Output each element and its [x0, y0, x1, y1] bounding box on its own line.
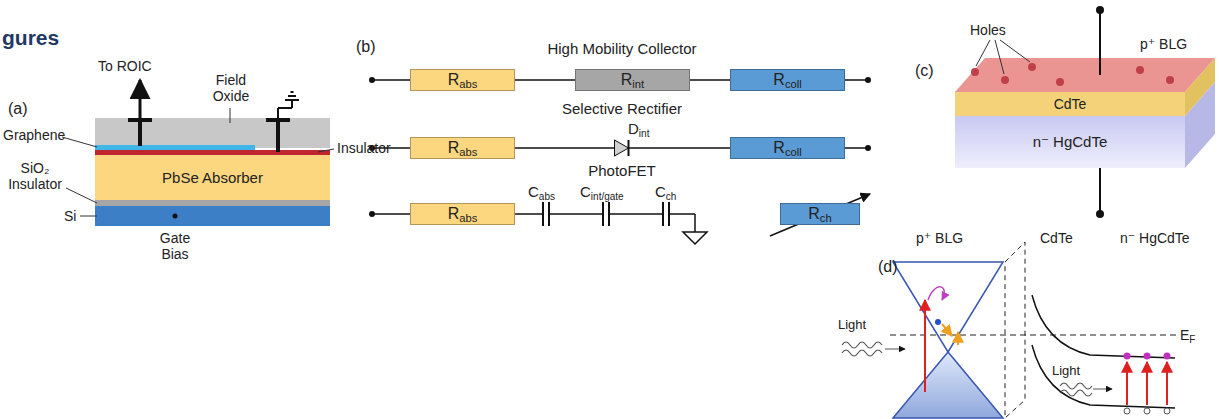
text-label: (c) — [915, 62, 934, 80]
node-text: R — [621, 71, 633, 89]
subscript: abs — [459, 146, 477, 158]
subscript: abs — [459, 212, 477, 224]
subscript-label: abs — [539, 191, 555, 203]
cdte-layer: CdTe — [955, 92, 1185, 116]
node-text: n⁻ HgCdTe — [1033, 133, 1108, 151]
node-text: R — [773, 71, 785, 89]
text-label: Holes — [970, 22, 1006, 38]
subscript: ch — [820, 212, 832, 224]
node-text: R — [448, 139, 460, 157]
capacitor-symbols — [543, 202, 669, 226]
text-label: C — [528, 183, 539, 200]
text-label: Field Oxide — [203, 72, 259, 104]
text-label: SiO₂ Insulator — [4, 160, 66, 192]
absorber-layer: PbSe Absorber — [95, 155, 330, 200]
wire — [515, 79, 575, 81]
text-label: Graphene — [3, 127, 65, 143]
text-label: (b) — [356, 38, 376, 56]
subscript: coll — [785, 78, 802, 90]
node-text: R — [773, 139, 785, 157]
text-label: C — [580, 183, 591, 200]
text-label: To ROIC — [98, 58, 152, 74]
text-label: CdTe — [1040, 230, 1073, 246]
text-label: (a) — [8, 100, 28, 118]
ground-symbol — [683, 232, 707, 244]
variable-resistor: Rch — [780, 203, 860, 225]
text-label: p⁺ BLG — [1140, 36, 1187, 52]
text-label: C — [655, 183, 666, 200]
node-text: R — [448, 71, 460, 89]
text-label: High Mobility Collector — [547, 40, 696, 57]
device-stack — [62, 80, 334, 226]
text-label: (d) — [878, 258, 898, 276]
subscript-label: F — [1189, 334, 1195, 346]
text-label: D — [628, 120, 639, 137]
text-label: E — [1180, 327, 1189, 343]
wire — [690, 79, 730, 81]
diode-symbol — [615, 140, 629, 156]
heterojunction-block — [955, 6, 1215, 218]
node-text: PbSe Absorber — [162, 169, 263, 186]
resistor-box: Rabs — [410, 137, 515, 159]
text-label: Si — [64, 208, 76, 224]
text-label: Light — [1052, 364, 1080, 379]
text-label: Selective Rectifier — [562, 100, 682, 117]
text-label: p⁺ BLG — [916, 230, 963, 246]
text-label: PhotoFET — [588, 162, 656, 179]
node-text: R — [448, 205, 460, 223]
resistor-box: Rcoll — [730, 69, 845, 91]
node-text: R — [808, 205, 820, 223]
subscript-label: int — [639, 128, 650, 140]
variable-arrow — [770, 194, 870, 236]
node-text: CdTe — [1054, 96, 1087, 112]
subscript: abs — [459, 78, 477, 90]
resistor-box: Rint — [575, 69, 690, 91]
text-label: n⁻ HgCdTe — [1120, 230, 1190, 246]
subscript-label: ch — [666, 191, 677, 203]
text-label: Gate Bias — [150, 230, 200, 262]
circuit-wires — [372, 80, 868, 232]
subscript: coll — [785, 146, 802, 158]
subscript-label: int/gate — [591, 191, 624, 203]
resistor-box: Rcoll — [730, 137, 845, 159]
text-label: Insulator — [337, 140, 391, 156]
hgcdte-layer: n⁻ HgCdTe — [955, 116, 1185, 168]
resistor-box: Rabs — [410, 69, 515, 91]
band-diagram — [842, 242, 1176, 418]
text-label: Light — [838, 318, 866, 333]
figure-heading: gures — [2, 26, 59, 50]
subscript: int — [632, 78, 644, 90]
terminal-dots — [369, 77, 871, 217]
resistor-box: Rabs — [410, 203, 515, 225]
